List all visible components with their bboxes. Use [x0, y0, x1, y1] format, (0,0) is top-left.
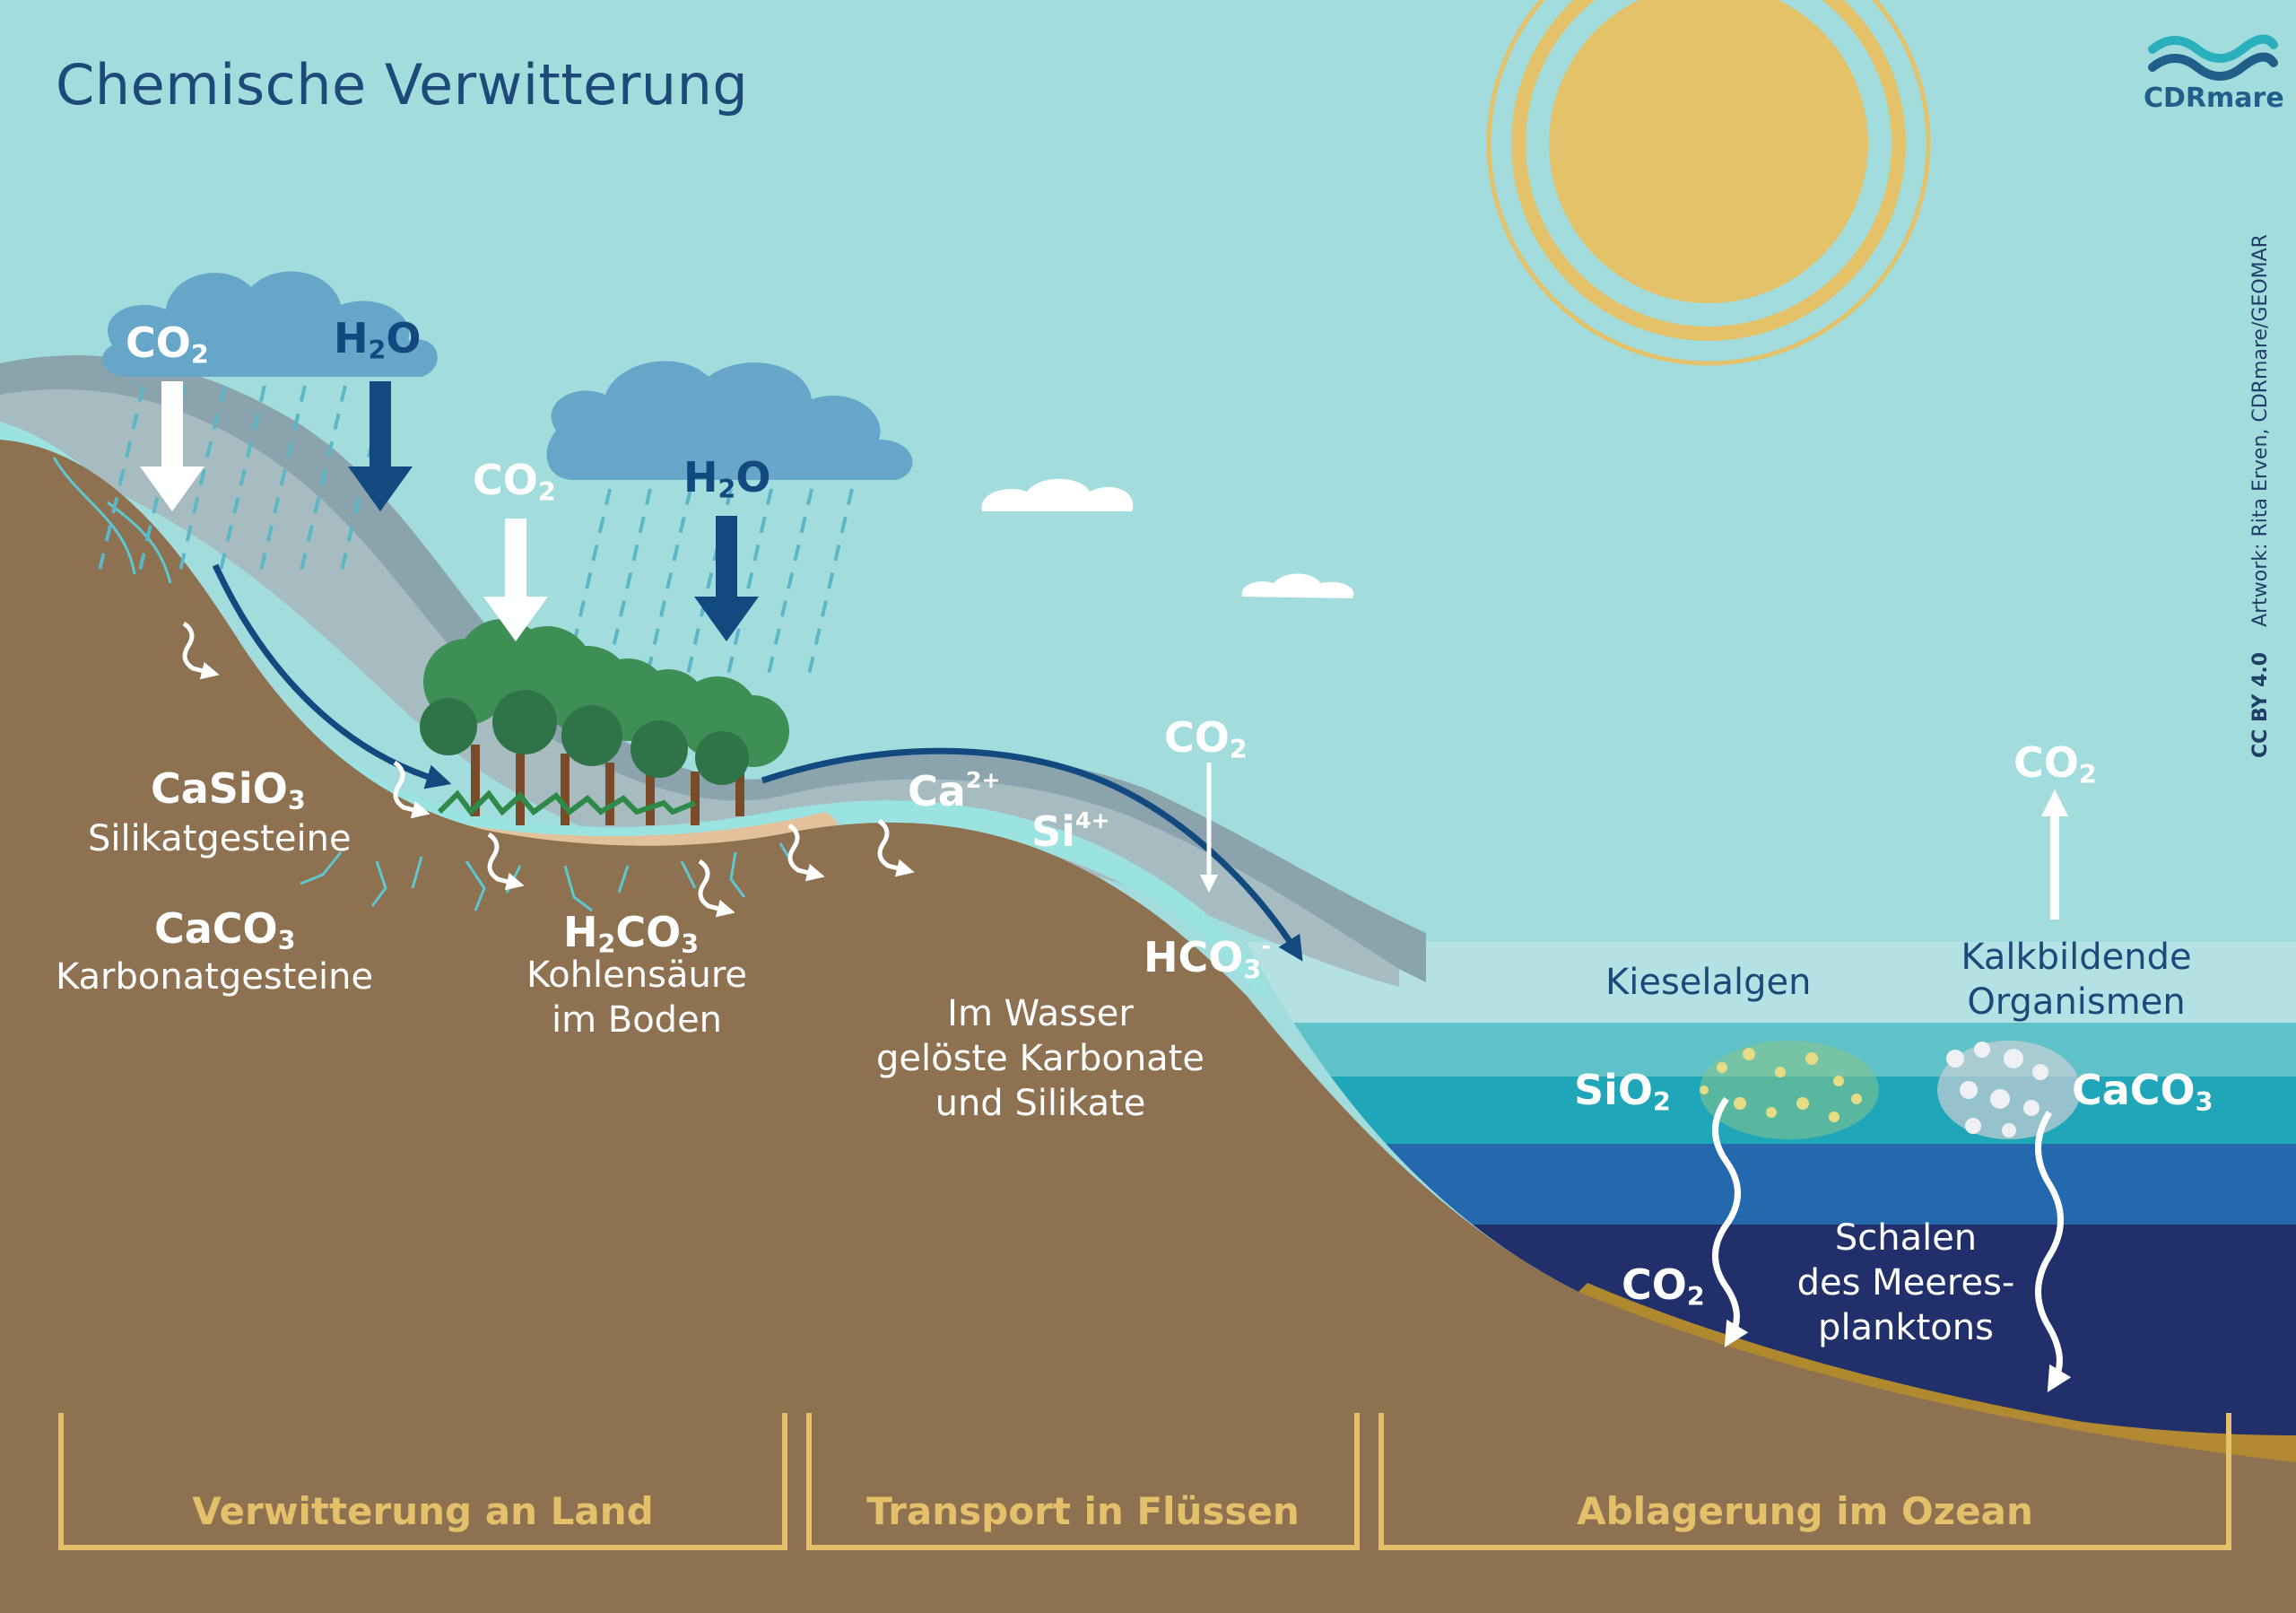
- silikat-label: Silikatgesteine: [88, 818, 352, 859]
- section-land-label: Verwitterung an Land: [192, 1489, 654, 1533]
- kieselalgen-label: Kieselalgen: [1605, 962, 1812, 1003]
- artwork-credit: Artwork: Rita Erven, CDRmare/GEOMAR: [2249, 234, 2272, 627]
- ocean-co2-up-label: CO2: [2013, 738, 2097, 790]
- sun: [1486, 0, 1931, 366]
- h2o-label-left: H2O: [334, 314, 422, 366]
- ocean-caco3-label: CaCO3: [2072, 1066, 2213, 1118]
- h2co3-label: H2CO3: [563, 908, 700, 960]
- cdrmare-logo-waves: [2148, 34, 2278, 81]
- ca-ion-label: Ca2+: [908, 767, 1001, 816]
- river-co2-label: CO2: [1164, 713, 1248, 765]
- section-ocean-label: Ablagerung im Ozean: [1577, 1489, 2033, 1533]
- credit-line: CC BY 4.0 Artwork: Rita Erven, CDRmare/G…: [2249, 234, 2272, 758]
- rain-arrows: [140, 381, 759, 641]
- logo-text: CDRmare: [2144, 83, 2284, 114]
- ocean-co2-down-label: CO2: [1622, 1260, 1705, 1312]
- ocean-co2-up-arrow: [2041, 789, 2068, 920]
- calcifier-cluster: [1937, 1041, 2081, 1139]
- page-title: Chemische Verwitterung: [56, 52, 749, 118]
- weathering-squiggles: [182, 621, 915, 918]
- karbonat-label: Karbonatgesteine: [56, 956, 374, 998]
- sio2-label: SiO2: [1574, 1066, 1671, 1118]
- sinking-arrows: [1712, 1096, 2072, 1393]
- license-label: CC BY 4.0: [2249, 651, 2272, 758]
- rain-clouds: [102, 271, 913, 480]
- trees: [420, 619, 789, 825]
- h2o-label-mid: H2O: [683, 453, 771, 505]
- co2-label-mid: CO2: [473, 456, 556, 508]
- white-clouds: [981, 478, 1354, 598]
- si-ion-label: Si4+: [1031, 807, 1110, 857]
- earth: [0, 440, 2296, 1613]
- river-flow-arrow: [761, 747, 1303, 962]
- hco3-label: HCO3-: [1144, 933, 1271, 985]
- section-brackets: [58, 1413, 2231, 1550]
- runoff-arrow-left: [212, 563, 452, 789]
- diatom-cluster: [1700, 1041, 1879, 1139]
- caco3-label: CaCO3: [154, 904, 296, 956]
- section-rivers-label: Transport in Flüssen: [866, 1489, 1300, 1533]
- casio3-label: CaSiO3: [151, 764, 306, 816]
- co2-label-left: CO2: [126, 318, 209, 371]
